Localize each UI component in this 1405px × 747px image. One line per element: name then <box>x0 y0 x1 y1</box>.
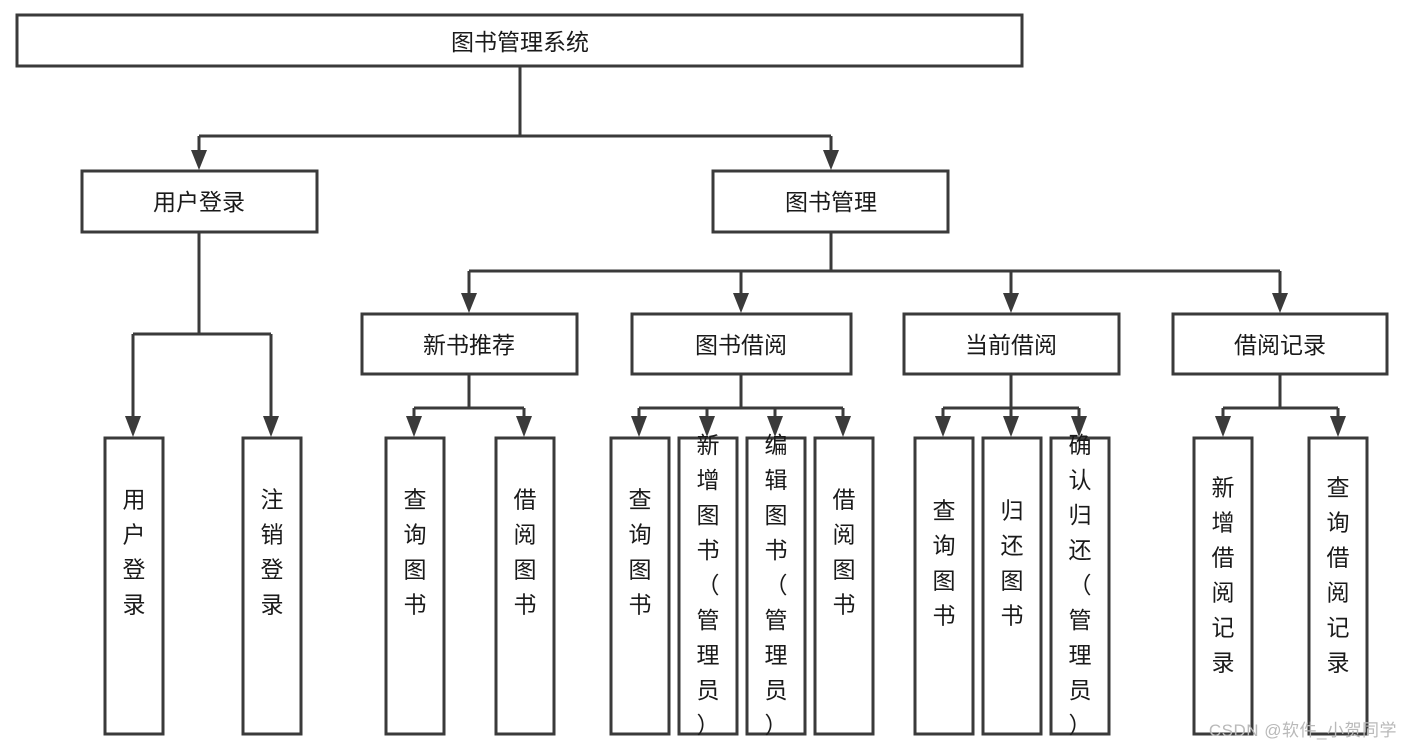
leaf-bookborrow-add-label: 新增图书（管理员） <box>697 432 720 738</box>
arrow-bookborrow-leaf-2 <box>767 416 783 437</box>
arrow-currentborrow-leaf-1 <box>1003 416 1019 437</box>
arrow-bookmgmt-level2-2 <box>1003 293 1019 313</box>
leaf-node[interactable]: 查询图书 <box>913 436 975 736</box>
leaf-node[interactable]: 注销登录 <box>241 436 303 736</box>
arrow-root-to-level1-1 <box>823 150 839 170</box>
node-new-book-recommend-label: 新书推荐 <box>423 332 515 358</box>
arrow-currentborrow-leaf-0 <box>935 416 951 437</box>
leaf-currentborrow-confirm-box[interactable] <box>1049 436 1111 736</box>
leaf-borrowrecord-query-box[interactable] <box>1307 436 1369 736</box>
leaf-bookborrow-borrow-label: 借阅图书 <box>833 487 856 618</box>
leaf-newbook-query-label: 查询图书 <box>404 487 427 618</box>
arrow-bookborrow-leaf-0 <box>631 416 647 437</box>
leaf-node[interactable]: 用户登录 <box>103 436 165 736</box>
arrow-newbook-leaf-1 <box>516 416 532 437</box>
arrow-bookmgmt-level2-3 <box>1272 293 1288 313</box>
leaf-bookborrow-edit-box[interactable] <box>745 436 807 736</box>
node-current-borrow-label: 当前借阅 <box>965 332 1057 358</box>
node-user-login-label: 用户登录 <box>153 189 245 215</box>
leaf-node[interactable]: 归还图书 <box>981 436 1043 736</box>
arrow-root-to-level1-0 <box>191 150 207 170</box>
node-new-book-recommend[interactable]: 新书推荐 <box>360 312 579 376</box>
node-borrow-record[interactable]: 借阅记录 <box>1171 312 1389 376</box>
node-new-book-recommend-box[interactable] <box>360 312 579 376</box>
leaf-bookborrow-query-box[interactable] <box>609 436 671 736</box>
node-current-borrow-box[interactable] <box>902 312 1121 376</box>
arrow-newbook-leaf-0 <box>406 416 422 437</box>
leaf-node[interactable]: 查询图书 <box>609 436 671 736</box>
arrow-bookmgmt-level2-0 <box>461 293 477 313</box>
leaf-node[interactable]: 查询借阅记录 <box>1307 436 1369 736</box>
node-root-label: 图书管理系统 <box>451 29 589 55</box>
node-book-borrow[interactable]: 图书借阅 <box>630 312 853 376</box>
leaf-bookborrow-query-label: 查询图书 <box>629 487 652 618</box>
csdn-watermark: CSDN @软件_小贺同学 <box>1208 721 1397 740</box>
arrow-bookmgmt-level2-1 <box>733 293 749 313</box>
node-book-borrow-box[interactable] <box>630 312 853 376</box>
leaf-newbook-borrow-label: 借阅图书 <box>514 487 537 618</box>
node-current-borrow[interactable]: 当前借阅 <box>902 312 1121 376</box>
leaf-currentborrow-query-label: 查询图书 <box>933 498 956 629</box>
leaf-node[interactable]: 借阅图书 <box>813 436 875 736</box>
leaf-node[interactable]: 新增图书（管理员） <box>677 432 739 738</box>
leaf-currentborrow-confirm-label: 确认归还（管理员） <box>1069 432 1092 738</box>
leaf-bookborrow-edit-label: 编辑图书（管理员） <box>765 432 788 738</box>
connector-layer <box>125 66 1346 437</box>
node-user-login[interactable]: 用户登录 <box>80 169 319 234</box>
arrow-bookborrow-leaf-1 <box>699 416 715 437</box>
arrow-currentborrow-leaf-2 <box>1071 416 1087 437</box>
node-borrow-record-label: 借阅记录 <box>1234 332 1326 358</box>
leaf-bookborrow-add-box[interactable] <box>677 436 739 736</box>
leaf-node[interactable]: 编辑图书（管理员） <box>745 432 807 738</box>
node-book-management-box[interactable] <box>711 169 950 234</box>
arrow-borrowrecord-leaf-0 <box>1215 416 1231 437</box>
node-book-management[interactable]: 图书管理 <box>711 169 950 234</box>
leaf-logout-label: 注销登录 <box>261 487 284 618</box>
leaf-newbook-borrow-box[interactable] <box>494 436 556 736</box>
leaf-currentborrow-return-box[interactable] <box>981 436 1043 736</box>
leaf-newbook-query-box[interactable] <box>384 436 446 736</box>
leaf-bookborrow-borrow-box[interactable] <box>813 436 875 736</box>
leaf-borrowrecord-query-label: 查询借阅记录 <box>1327 475 1350 676</box>
leaf-node[interactable]: 新增借阅记录 <box>1192 436 1254 736</box>
node-book-borrow-label: 图书借阅 <box>695 332 787 358</box>
leaf-currentborrow-query-box[interactable] <box>913 436 975 736</box>
leaf-borrowrecord-add-box[interactable] <box>1192 436 1254 736</box>
arrow-bookborrow-leaf-3 <box>835 416 851 437</box>
leaf-node[interactable]: 借阅图书 <box>494 436 556 736</box>
node-user-login-box[interactable] <box>80 169 319 234</box>
node-root-book-management-system[interactable]: 图书管理系统 <box>15 13 1024 68</box>
leaf-currentborrow-return-label: 归还图书 <box>1001 498 1024 629</box>
node-borrow-record-box[interactable] <box>1171 312 1389 376</box>
leaf-user-login-box[interactable] <box>103 436 165 736</box>
arrow-borrowrecord-leaf-1 <box>1330 416 1346 437</box>
leaf-borrowrecord-add-label: 新增借阅记录 <box>1212 475 1235 676</box>
leaf-node[interactable]: 查询图书 <box>384 436 446 736</box>
node-book-management-label: 图书管理 <box>785 189 877 215</box>
leaf-user-login-label: 用户登录 <box>123 487 146 618</box>
leaf-node[interactable]: 确认归还（管理员） <box>1049 432 1111 738</box>
node-root-box[interactable] <box>15 13 1024 68</box>
leaf-logout-box[interactable] <box>241 436 303 736</box>
arrow-userlogin-leaf-1 <box>263 416 279 437</box>
arrow-userlogin-leaf-0 <box>125 416 141 437</box>
